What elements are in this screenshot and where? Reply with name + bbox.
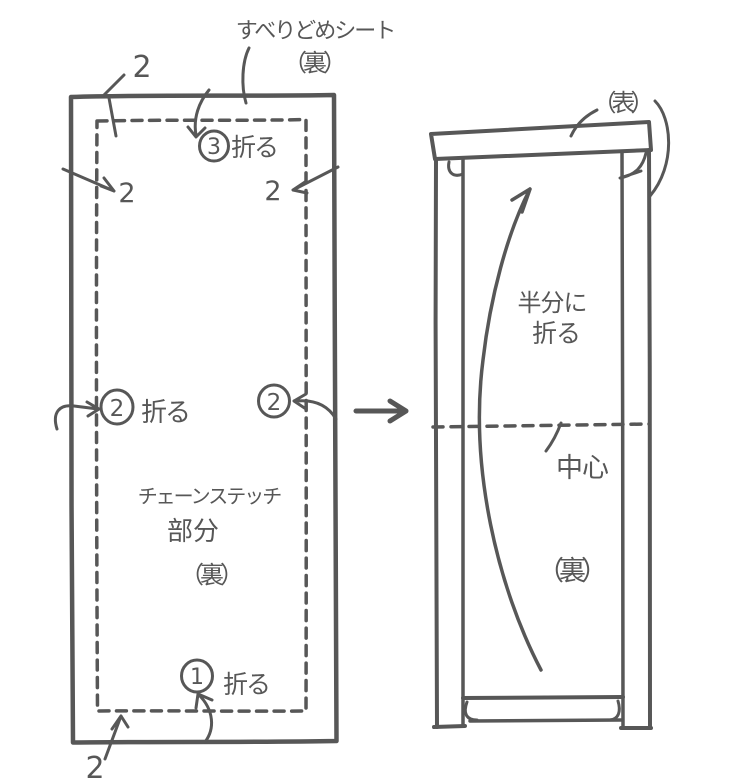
fold2-right-arrow xyxy=(292,392,338,421)
margin-mid-left-arrow xyxy=(61,167,116,193)
margin-mid-right-arrow xyxy=(291,165,340,195)
chain-stitch-label: チェーンステッチ xyxy=(138,484,282,508)
front-label-pointer-left xyxy=(569,108,599,138)
transform-arrow xyxy=(353,398,409,424)
fold2-left-label: 折る xyxy=(141,398,189,428)
fold1-arrow xyxy=(194,692,214,744)
fold1-label: 折る xyxy=(223,670,269,699)
front-side-label: （表） xyxy=(593,89,650,117)
margin-top-left-value: 2 xyxy=(132,50,151,85)
center-fold-dashed-line xyxy=(431,422,651,429)
margin-mid-right-value: 2 xyxy=(264,176,281,207)
right-fold-band-inner xyxy=(620,150,625,729)
right-fold-band-outer xyxy=(647,148,652,730)
corner-curl-bottom-left xyxy=(463,700,479,722)
title-pointer-line xyxy=(241,46,251,105)
front-label-pointer-right xyxy=(648,99,671,198)
fold3-label: 折る xyxy=(231,133,277,162)
fold3-number: 3 xyxy=(207,135,221,160)
right-piece-group: （表） 半分に 折る 中心 （裏） xyxy=(429,89,671,730)
back-side-label-left: （裏） xyxy=(180,561,240,589)
top-fold-band xyxy=(429,120,653,161)
sheet-outline xyxy=(68,92,339,745)
center-label: 中心 xyxy=(556,453,609,484)
fold2-right-number-circle xyxy=(257,383,291,419)
left-piece-group: すべりどめシート （裏） 3 折る 2 折る 2 1 折る 2 2 2 2 チェ… xyxy=(53,19,396,781)
fold-in-half-arrow xyxy=(477,187,543,672)
bottom-fold-band-top-edge xyxy=(461,695,625,700)
fold-guide-dashed-rect xyxy=(94,117,308,713)
margin-mid-left-value: 2 xyxy=(118,178,135,209)
corner-curl-top-right xyxy=(618,151,648,180)
corner-curl-top-left xyxy=(447,160,465,177)
margin-bottom-left-arrow xyxy=(103,714,130,761)
back-side-label-right: （裏） xyxy=(537,556,603,587)
nonslip-sheet-side-label: （裏） xyxy=(283,49,343,77)
bottom-fold-band-bottom-edge xyxy=(468,718,624,723)
part-label: 部分 xyxy=(167,517,219,547)
fold1-number-circle xyxy=(180,658,214,694)
left-fold-band-bottom-cap xyxy=(432,724,467,729)
fold3-number-circle xyxy=(198,129,230,163)
fold3-arrow xyxy=(186,88,211,139)
fold-half-label-line2: 折る xyxy=(532,319,580,348)
fold2-left-number: 2 xyxy=(110,396,125,422)
corner-curl-bottom-right xyxy=(608,699,621,722)
transform-arrow-group xyxy=(353,398,409,424)
fold1-number: 1 xyxy=(190,665,204,690)
center-label-pointer xyxy=(544,421,563,453)
fold2-left-arrow xyxy=(53,400,101,431)
fold-half-label-line1: 半分に xyxy=(518,289,587,317)
margin-top-left-arrow xyxy=(102,73,126,138)
fold2-right-number: 2 xyxy=(267,390,282,416)
margin-bottom-left-value: 2 xyxy=(85,751,104,781)
left-fold-band-outer xyxy=(433,157,439,729)
nonslip-sheet-label: すべりどめシート xyxy=(236,19,394,44)
fold2-left-number-circle xyxy=(99,388,135,426)
